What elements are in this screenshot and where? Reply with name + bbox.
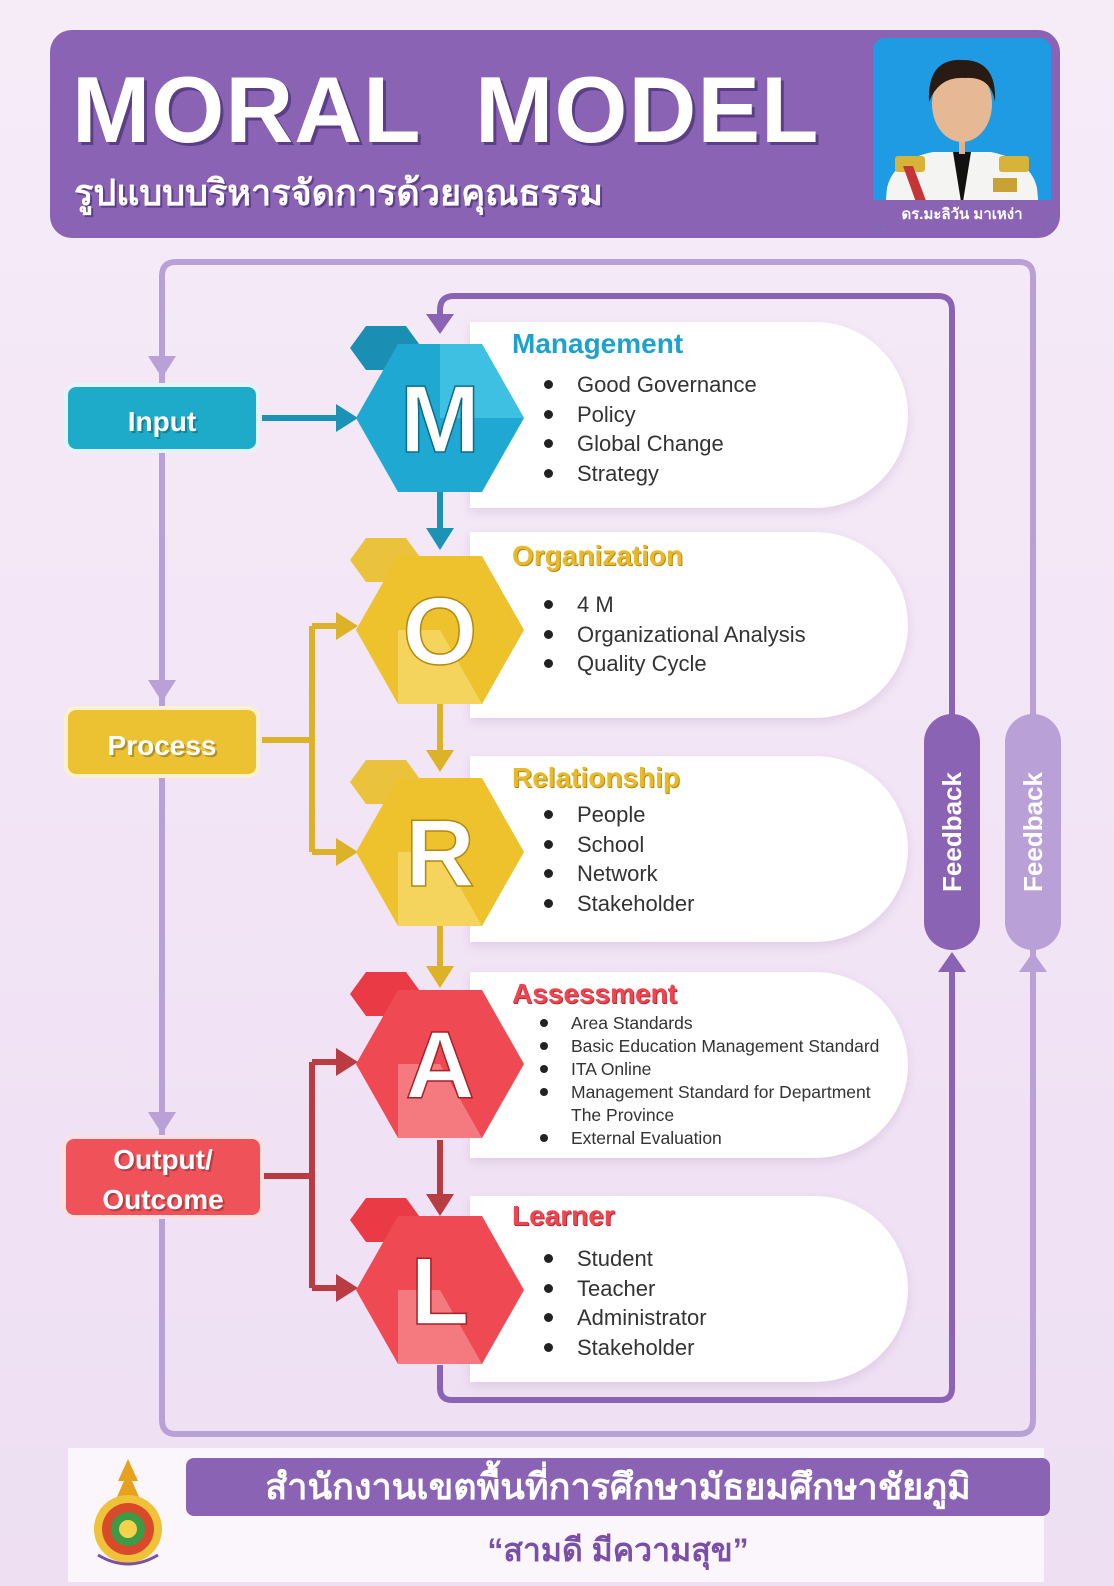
hexagon-letter-r: R [405,800,474,907]
output-outcome-box: Output/ Outcome [62,1135,264,1219]
list-item: School [543,830,694,860]
learner-title: Learner [512,1200,615,1231]
hexagon-letter-m: M [400,366,480,473]
list-item: Basic Education Management Standard [539,1036,880,1056]
feedback-outer-label: Feedback [1018,772,1048,892]
inner-feedback-loop [437,965,955,1403]
hexagon-r: R [350,760,524,926]
list-item: Stakeholder [544,1333,707,1363]
management-title: Management [512,328,684,359]
list-item: Quality Cycle [544,649,806,679]
learner-card: Learner Student Teacher Administrator St… [470,1196,908,1382]
management-list: Good Governance Policy Global Change Str… [544,370,757,489]
process-box: Process [64,706,260,778]
emblem-icon [94,1459,162,1566]
hexagon-o: O [350,538,524,704]
learner-list: Student Teacher Administrator Stakeholde… [544,1244,707,1363]
feedback-pill-outer: Feedback [1005,714,1061,950]
list-item: Good Governance [544,370,757,400]
hexagon-letter-l: L [411,1238,470,1345]
list-item: Policy [544,400,757,430]
organization-list: 4 M Organizational Analysis Quality Cycl… [544,590,806,679]
feedback-inner-arrowhead [938,952,966,972]
input-box: Input [64,383,260,453]
outcome-label: Outcome [102,1184,224,1215]
list-item: Management Standard for Department [539,1081,879,1104]
list-item: Administrator [544,1303,707,1333]
relationship-card: Relationship People School Network Stake… [470,756,908,942]
list-item: Student [544,1244,707,1274]
relationship-title: Relationship [512,762,681,793]
inner-loop-arrowhead [426,314,454,334]
slogan: “สามดี มีความสุข” [487,1532,749,1568]
list-item: Teacher [544,1274,707,1304]
hexagon-a: A [350,972,524,1138]
hexagon-letter-a: A [405,1012,474,1119]
organization-title: Organization [512,540,684,571]
relationship-list: People School Network Stakeholder [543,800,694,919]
list-item: People [543,800,694,830]
list-item: 4 M [544,590,806,620]
portrait-caption: ดร.มะลิวัน มาเหง่า [873,200,1051,230]
assessment-list: Area Standards Basic Education Managemen… [539,1012,880,1150]
organization-card: Organization 4 M Organizational Analysis… [470,532,908,718]
list-item: ITA Online [539,1058,879,1081]
feedback-inner-label: Feedback [937,772,967,892]
list-item: Area Standards [539,1012,879,1035]
list-item: Organizational Analysis [544,620,806,650]
list-item: Stakeholder [543,889,694,919]
list-item: Strategy [544,459,757,489]
assessment-card: Assessment Area Standards Basic Educatio… [470,972,908,1158]
list-item: Global Change [544,429,757,459]
list-item-continued: The Province [571,1105,675,1125]
office-name-banner: สำนักงานเขตพื้นที่การศึกษามัธยมศึกษาชัยภ… [186,1458,1050,1516]
hexagon-m: M [350,326,524,492]
hexagon-l: L [350,1198,524,1364]
list-item: External Evaluation [539,1127,879,1150]
moral-hexagons: M O R A L [350,326,524,1364]
hexagon-letter-o: O [403,578,478,685]
feedback-pill-inner: Feedback [924,714,980,950]
list-item: Network [543,859,694,889]
office-emblem-logo [80,1455,176,1575]
page-subtitle: รูปแบบบริหารจัดการด้วยคุณธรรม [74,172,603,213]
management-card: Management Good Governance Policy Global… [470,322,908,508]
output-label: Output/ [113,1144,213,1175]
feedback-outer-arrowhead [1019,952,1047,972]
page-title: MORAL MODEL [72,57,820,162]
assessment-title: Assessment [512,978,677,1009]
